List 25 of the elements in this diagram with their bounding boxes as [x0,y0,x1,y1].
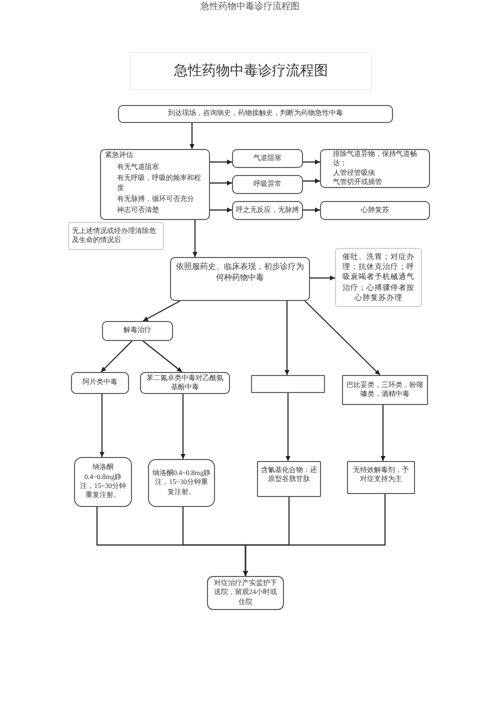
arrow [243,494,386,576]
empty-box [251,375,325,393]
arrow [142,340,182,372]
arrow [210,180,232,186]
arrow [304,300,380,376]
page-header: 急性药物中毒诊疗流程图 [200,0,300,13]
arrow [380,405,386,461]
arrow [142,300,180,322]
title-box: 急性药物中毒诊疗流程图 [130,52,372,90]
arrow [100,394,104,457]
arrow [180,394,186,459]
arrow [190,123,194,149]
process-box [320,149,430,188]
arrow [303,160,320,164]
arrow [100,340,132,372]
assessment-box [100,149,210,220]
arrow [210,160,232,164]
arrow [310,276,335,280]
arrow [303,208,320,212]
arrow [210,208,232,212]
arrow [286,393,290,461]
arrow [284,301,290,375]
process-box: 依照服药史、临床表现，初步诊疗为何种药物中毒 [170,257,310,301]
arrow [303,178,320,184]
arrow [192,220,198,257]
